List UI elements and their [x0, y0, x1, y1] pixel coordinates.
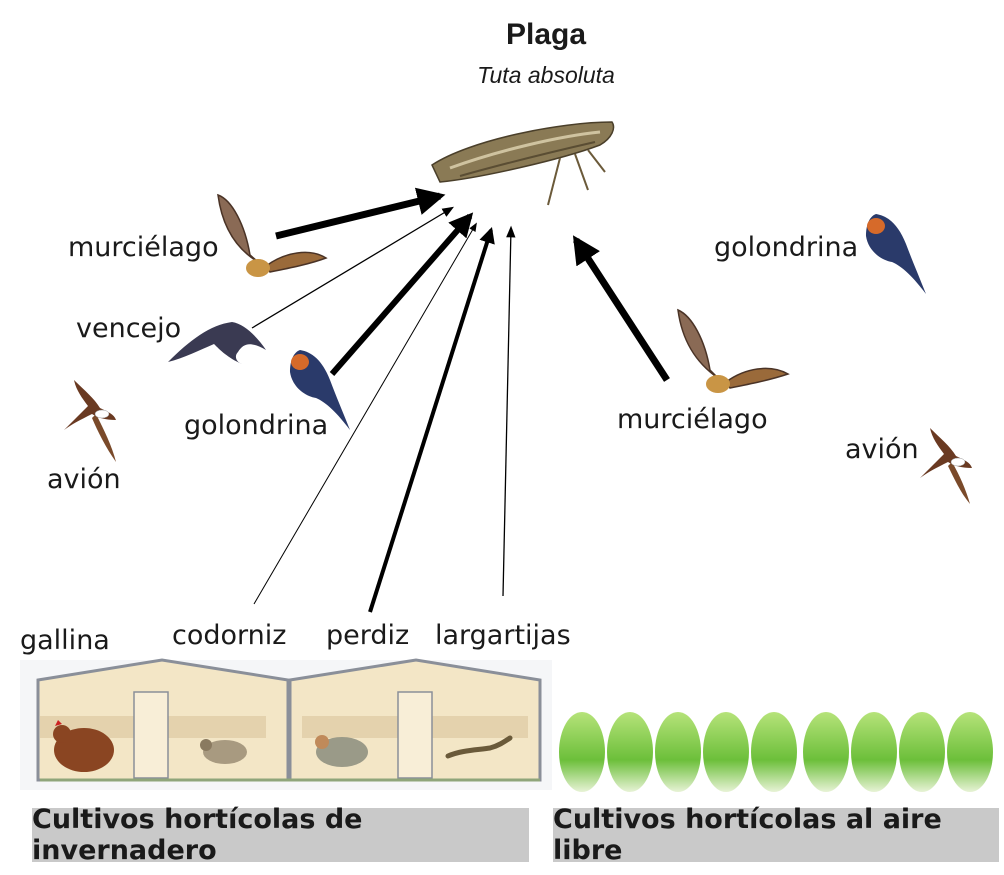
lettuce-row: [559, 712, 993, 792]
label-codorniz: codorniz: [172, 620, 287, 651]
bat-left-icon: [217, 193, 328, 277]
label-vencejo: vencejo: [76, 313, 182, 344]
lettuce-icon: [559, 712, 605, 792]
label-avion-left: avión: [47, 464, 121, 495]
arrow-codorniz: [253, 222, 477, 605]
predation-arrows: [251, 187, 670, 613]
lagartija-icon: [445, 735, 513, 759]
lettuce-icon: [851, 712, 897, 792]
lettuce-icon: [607, 712, 653, 792]
lettuce-icon: [899, 712, 945, 792]
arrow-murcielago-left: [275, 187, 446, 240]
bat-right-icon: [677, 308, 790, 393]
label-murcielago-left: murciélago: [68, 232, 219, 263]
label-murcielago-right: murciélago: [617, 404, 768, 435]
label-largartijas: largartijas: [435, 620, 571, 651]
vencejo-icon: [168, 322, 266, 364]
label-gallina: gallina: [20, 625, 110, 656]
pest-species-name: Tuta absoluta: [477, 62, 615, 88]
golondrina-right-icon: [866, 214, 926, 294]
lettuce-icon: [655, 712, 701, 792]
arrow-vencejo: [251, 206, 455, 329]
label-golondrina-left: golondrina: [184, 410, 329, 441]
lettuce-icon: [751, 712, 797, 792]
label-golondrina-right: golondrina: [714, 232, 859, 263]
golondrina-left-icon: [290, 350, 350, 430]
greenhouse-crops-label: Cultivos hortícolas de invernadero: [32, 804, 529, 866]
perdiz-icon: [315, 735, 368, 767]
pest-title: Plaga: [505, 18, 587, 51]
arrow-murcielago-right: [572, 235, 670, 382]
label-perdiz: perdiz: [326, 620, 410, 651]
arrow-perdiz: [368, 226, 495, 613]
lettuce-icon: [947, 712, 993, 792]
codorniz-icon: [200, 739, 247, 764]
avion-right-icon: [920, 428, 972, 504]
tuta-absoluta-moth-icon: [431, 121, 615, 206]
gallina-icon: [53, 720, 114, 772]
arrow-largartijas: [502, 225, 516, 597]
greenhouse-illustration: [20, 658, 552, 790]
label-avion-right: avión: [845, 434, 919, 465]
avion-left-icon: [64, 380, 116, 462]
outdoor-crops-label: Cultivos hortícolas al aire libre: [553, 804, 999, 866]
lettuce-icon: [703, 712, 749, 792]
arrow-golondrina-left: [329, 212, 474, 376]
lettuce-icon: [803, 712, 849, 792]
